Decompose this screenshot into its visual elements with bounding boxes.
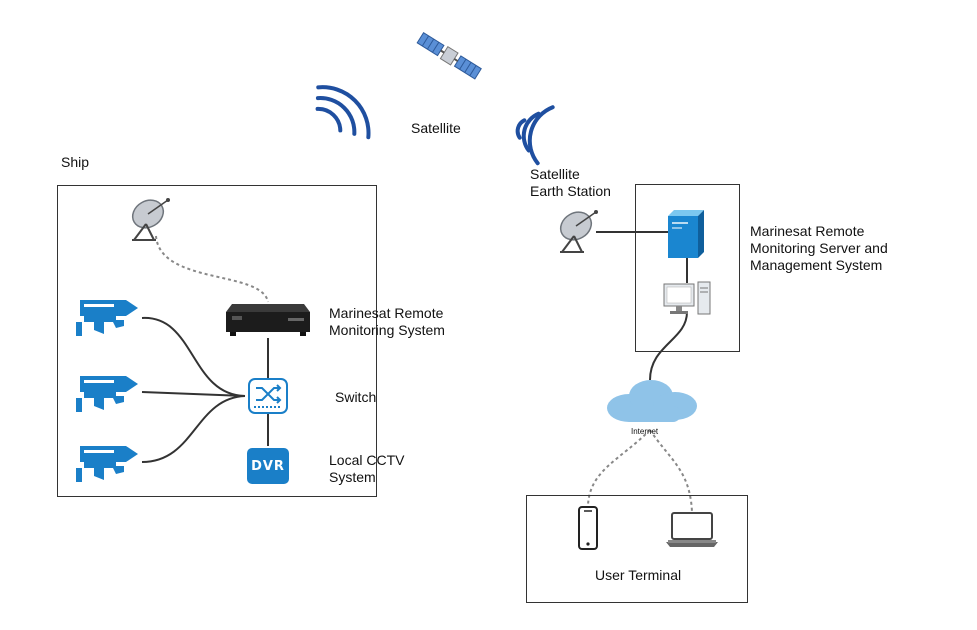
signal-waves-icon [315,85,371,140]
satellite-icon [416,31,482,80]
cctv-camera-icon [76,300,138,336]
user-terminal-label: User Terminal [595,567,682,583]
switch-label: Switch [335,389,377,405]
satellite-dish-icon [131,198,170,241]
computer-icon [663,281,711,315]
label-line: Satellite [530,166,580,182]
label-line: Marinesat Remote [750,223,865,239]
cloud-to-phone-link [587,429,651,506]
satellite-dish-icon [559,210,598,253]
server-icon [668,210,704,258]
label-line: Earth Station [530,183,611,199]
ship-box [57,185,377,497]
label-line: Monitoring System [329,322,445,338]
camera-1-link [141,316,246,397]
server-system-label: Marinesat Remote Monitoring Server and M… [750,223,888,274]
internet-label: Internet [631,427,659,436]
earth-station-label: Satellite Earth Station [530,166,611,200]
local-cctv-label: Local CCTV System [329,452,404,486]
label-line: Marinesat Remote [329,305,444,321]
earth-station-box [635,184,740,352]
label-line: Monitoring Server and [750,240,888,256]
recorder-icon [226,304,310,336]
dvr-icon-text: DVR [251,458,285,474]
label-line: Local CCTV [329,452,405,468]
dish-to-recorder-link [155,235,269,303]
cctv-camera-icon [76,376,138,412]
smartphone-icon [578,506,598,550]
laptop-icon [666,512,718,547]
label-line: System [329,469,376,485]
dvr-icon: DVR [247,448,289,484]
camera-3-link [141,395,246,463]
signal-waves-icon [515,105,555,166]
user-terminal-box [526,495,748,603]
computer-to-cloud-link [649,311,688,381]
cloud-icon [607,380,697,422]
remote-monitoring-system-label: Marinesat Remote Monitoring System [329,305,445,339]
satellite-label: Satellite [411,120,461,136]
ship-label: Ship [61,154,90,170]
label-line: Management System [750,257,883,273]
camera-2-link [141,391,246,397]
switch-icon [248,378,288,414]
cctv-camera-icon [76,446,138,482]
